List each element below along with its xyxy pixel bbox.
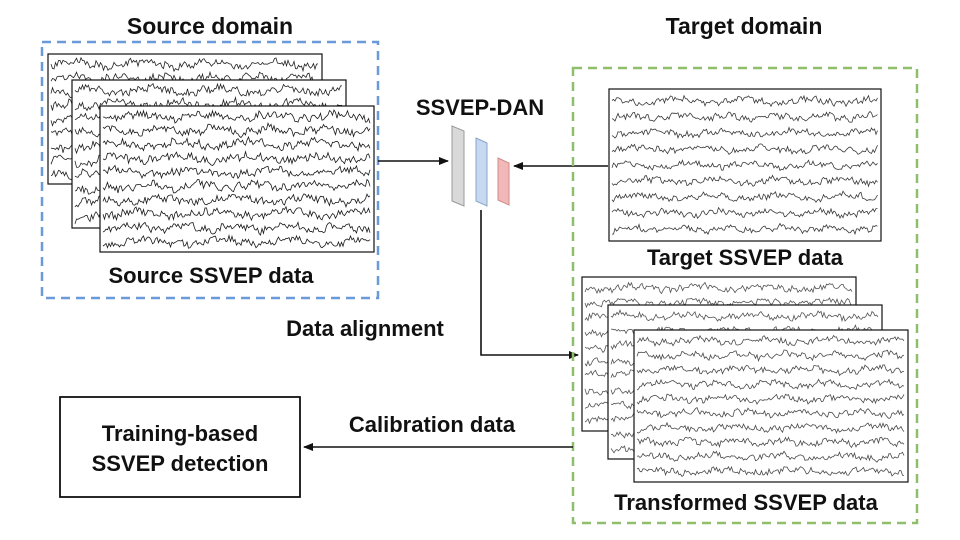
eeg-trace [74,96,343,112]
eeg-trace [102,178,371,194]
eeg-trace [636,349,905,363]
eeg-trace [611,126,878,140]
eeg-trace [611,94,878,108]
eeg-trace [612,222,878,236]
eeg-trace [636,334,905,347]
detection-label-line1: Training-based [102,421,258,446]
eeg-trace [611,159,878,172]
data-alignment-label: Data alignment [286,316,444,341]
network-layer [497,157,510,206]
source-eeg-panel [99,105,375,253]
eeg-trace [611,190,878,203]
target-domain-heading: Target domain [666,13,823,39]
eeg-trace [50,56,319,73]
model-name: SSVEP-DAN [416,95,544,120]
source-eeg-stack [47,53,375,253]
transformed-data-caption: Transformed SSVEP data [614,490,878,515]
eeg-trace [636,393,905,405]
eeg-trace [636,436,905,449]
eeg-trace [102,205,371,222]
eeg-trace [636,378,905,391]
eeg-trace [102,121,371,139]
calibration-data-label: Calibration data [349,412,516,437]
eeg-trace [636,406,905,419]
eeg-trace [611,110,878,123]
eeg-trace [102,109,371,124]
detection-box [59,396,301,498]
eeg-trace [102,221,371,236]
transformed-eeg-stack [581,276,909,483]
eeg-trace [636,421,905,434]
eeg-trace [102,233,371,249]
eeg-trace [74,82,342,97]
eeg-trace [102,135,371,153]
target-eeg-panel [608,88,882,242]
eeg-trace [584,281,853,295]
eeg-trace [636,364,904,377]
source-domain-box [40,40,380,300]
eeg-trace [611,174,878,188]
eeg-trace [636,450,905,463]
eeg-trace [102,164,371,180]
network-layer [451,125,465,207]
eeg-trace [610,309,879,323]
network-layers-icon [451,125,510,207]
eeg-trace [102,193,371,208]
eeg-trace [611,143,878,156]
transformed-eeg-panel [633,329,909,483]
target-data-caption: Target SSVEP data [647,245,844,270]
alignment-arrow [480,210,579,359]
eeg-trace [636,465,905,477]
target-domain-box [571,66,919,525]
eeg-trace [611,206,878,219]
eeg-trace [584,297,853,309]
detection-label-line2: SSVEP detection [92,451,269,476]
source-data-caption: Source SSVEP data [108,263,314,288]
source-domain-heading: Source domain [127,13,293,39]
eeg-trace [102,150,371,166]
network-layer [475,137,488,207]
